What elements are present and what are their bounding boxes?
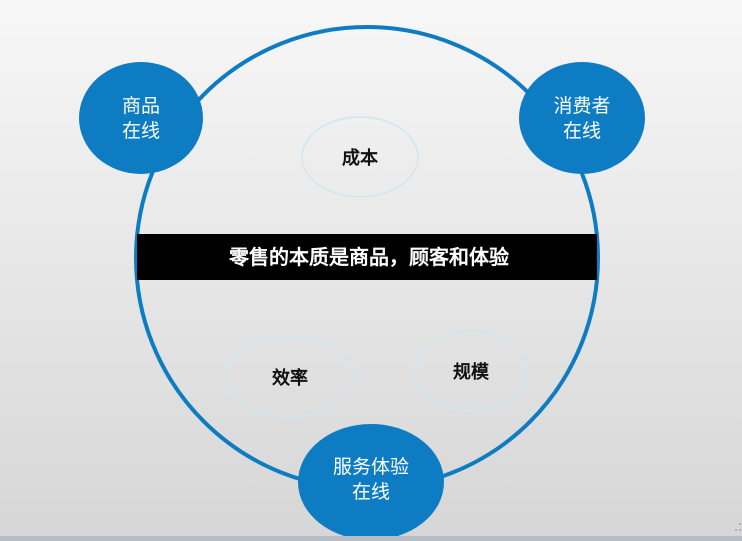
svg-text:服务体验: 服务体验 — [333, 456, 409, 478]
svg-text:在线: 在线 — [122, 120, 160, 142]
efficiency-label: 效率 — [272, 367, 308, 389]
efficiency-ellipse — [223, 336, 357, 418]
cost-ellipse — [301, 116, 419, 198]
center-banner-text: 零售的本质是商品，顾客和体验 — [228, 245, 509, 269]
svg-text:消费者: 消费者 — [553, 95, 610, 117]
goods-online-node: 商品 在线 — [79, 62, 203, 174]
service-online-node: 服务体验 在线 — [298, 424, 444, 540]
consumer-online-node: 消费者 在线 — [519, 62, 645, 174]
scale-label: 规模 — [453, 361, 490, 383]
svg-text:在线: 在线 — [563, 120, 601, 142]
scale-ellipse — [414, 330, 528, 412]
bottom-bar — [0, 536, 742, 541]
svg-text:在线: 在线 — [352, 481, 390, 503]
cost-label: 成本 — [342, 147, 378, 169]
resize-grip-icon — [735, 523, 741, 531]
center-banner — [137, 234, 597, 280]
svg-text:商品: 商品 — [122, 95, 160, 117]
